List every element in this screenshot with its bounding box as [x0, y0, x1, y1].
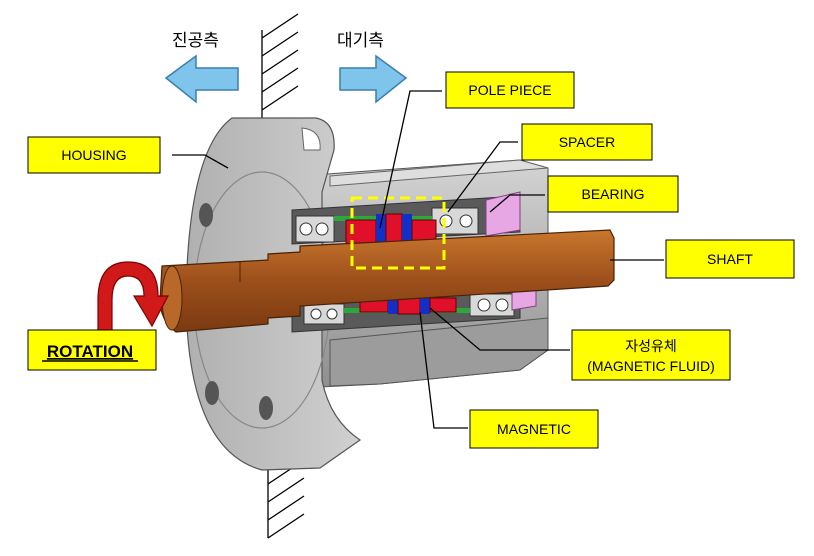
vacuum-side-label: 진공측 [172, 31, 219, 51]
shaft [159, 229, 615, 333]
label-magnetic-fluid-en: (MAGNETIC FLUID) [587, 358, 715, 374]
pole-piece-highlight [350, 196, 446, 270]
label-spacer: SPACER [521, 123, 653, 161]
label-magnetic-fluid: 자성유체 (MAGNETIC FLUID) [571, 329, 731, 381]
label-shaft: SHAFT [665, 239, 795, 279]
left-arrow-icon [164, 54, 239, 104]
bolt-hole [259, 396, 273, 420]
label-shaft-text: SHAFT [707, 251, 753, 267]
bolt-hole [205, 381, 219, 405]
label-pole-piece-text: POLE PIECE [468, 82, 551, 98]
right-arrow-icon [339, 54, 408, 104]
label-bearing: BEARING [547, 175, 679, 213]
bearing-left-bottom [303, 303, 345, 325]
rotation-arrow-icon [97, 261, 169, 335]
label-spacer-text: SPACER [559, 134, 616, 150]
bearing-end-cap [485, 191, 521, 237]
label-housing-text: HOUSING [61, 147, 126, 163]
bearing-right-top [431, 207, 479, 235]
label-bearing-text: BEARING [581, 186, 644, 202]
bolt-hole [199, 203, 213, 227]
label-housing: HOUSING [27, 136, 161, 174]
label-magnetic: MAGNETIC [469, 409, 599, 449]
label-rotation-text: ROTATION [47, 342, 133, 361]
label-rotation: ROTATION [27, 329, 157, 371]
label-pole-piece: POLE PIECE [445, 71, 575, 109]
label-magnetic-fluid-kr: 자성유체 [625, 338, 677, 354]
bearing-left-top [295, 215, 335, 243]
atmosphere-side-label: 대기측 [337, 31, 384, 51]
label-magnetic-text: MAGNETIC [497, 421, 571, 437]
bearing-right-bottom [469, 293, 515, 317]
leader-lines [172, 90, 664, 429]
